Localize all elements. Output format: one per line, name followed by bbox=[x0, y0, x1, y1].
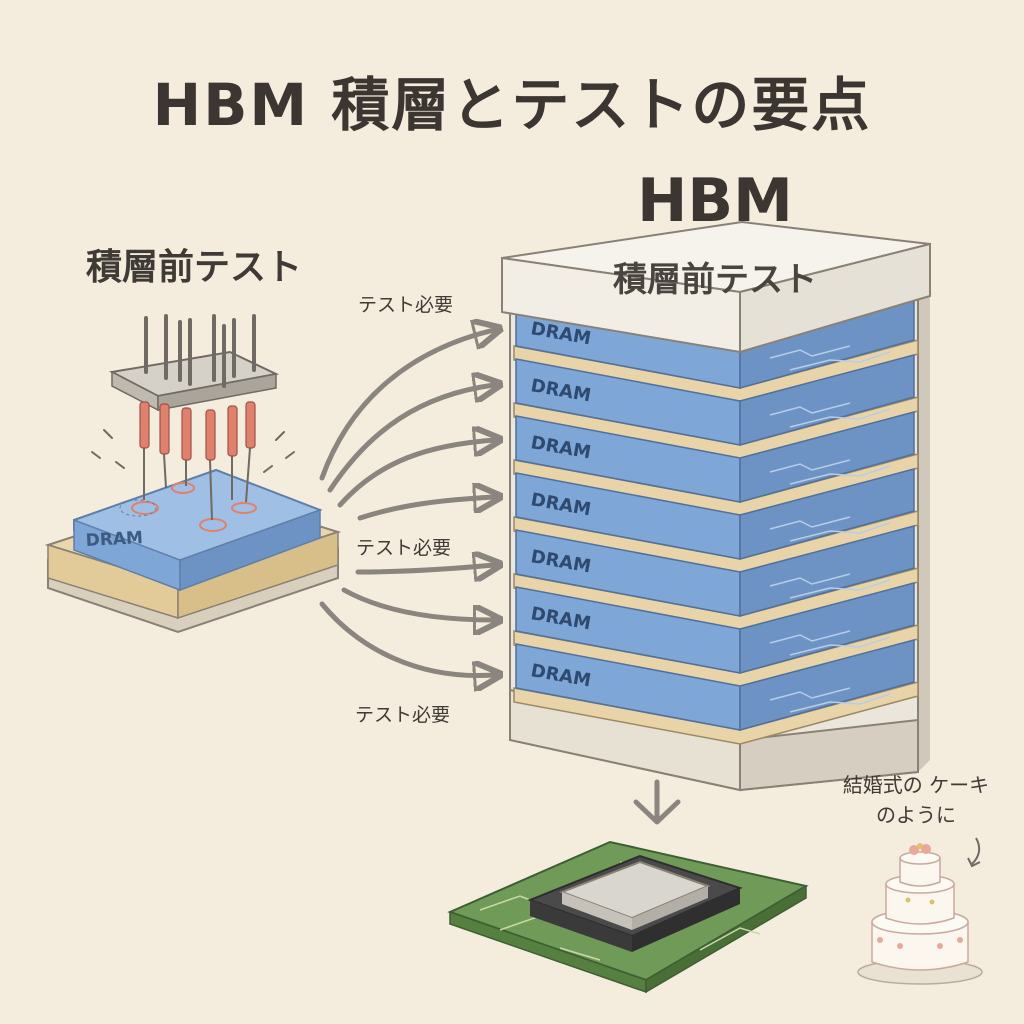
dram-layer: DRAM bbox=[513, 639, 919, 745]
hbm-title: HBM bbox=[637, 166, 793, 236]
dram-layer: DRAM bbox=[513, 468, 919, 574]
cake-analogy-note: 結婚式の ケーキのように bbox=[842, 773, 990, 827]
hbm-top-cap bbox=[501, 220, 931, 354]
dram-layer: DRAM bbox=[513, 582, 919, 688]
processor-package bbox=[447, 840, 809, 994]
test-required-note: テスト必要 bbox=[356, 537, 452, 559]
down-arrow-icon bbox=[633, 779, 681, 825]
dram-layer: DRAM bbox=[513, 354, 919, 460]
wedding-cake-icon bbox=[857, 837, 983, 985]
probe-test-illustration bbox=[44, 314, 342, 634]
hbm-subtitle: 積層前テスト bbox=[613, 260, 817, 300]
test-required-note: テスト必要 bbox=[358, 294, 454, 316]
test-required-note: テスト必要 bbox=[355, 704, 451, 726]
pre-stack-test-label: 積層前テスト bbox=[86, 247, 303, 288]
page-title: HBM 積層とテストの要点 bbox=[152, 71, 872, 139]
flow-arrows bbox=[319, 330, 494, 676]
left-dram-label: DRAM bbox=[85, 528, 143, 551]
dram-layer: DRAM bbox=[513, 411, 919, 517]
dram-layer: DRAM bbox=[513, 525, 919, 631]
